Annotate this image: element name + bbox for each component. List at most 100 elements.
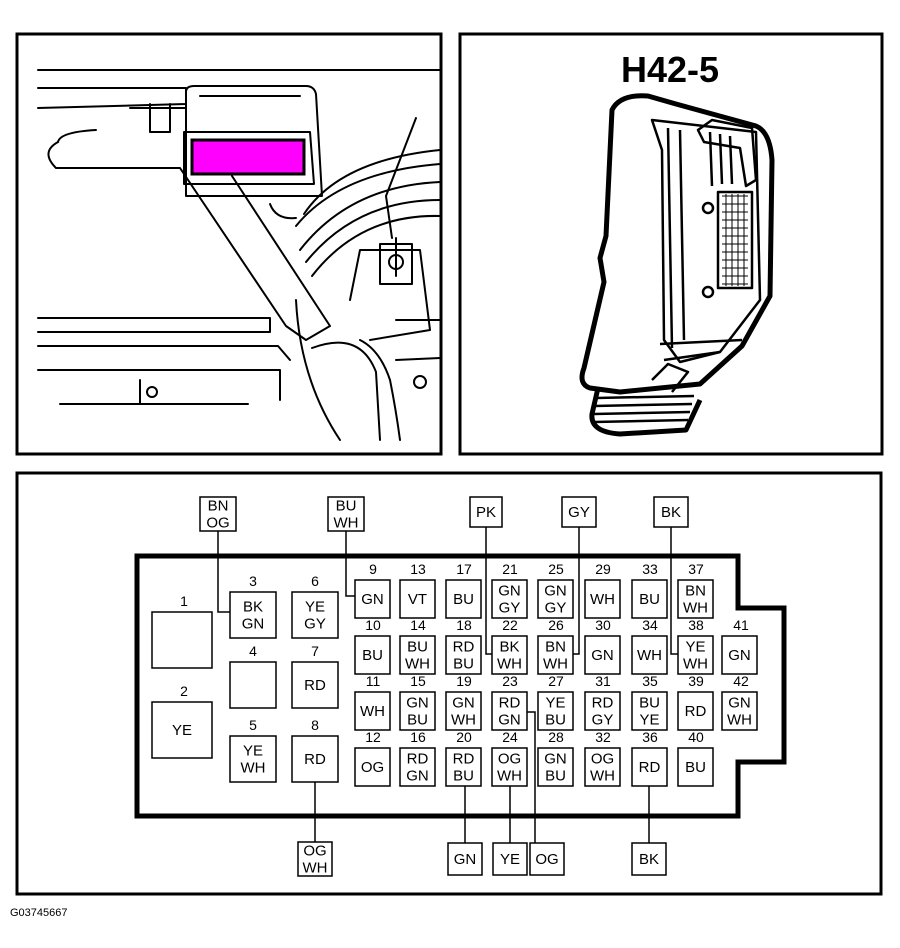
- pin-number: 26: [548, 617, 564, 633]
- pin-wire-color: RD: [304, 751, 326, 768]
- callout-wire-color: GY: [568, 504, 590, 521]
- pin-box: [399, 579, 436, 619]
- pin-wire-color: BU: [685, 759, 706, 776]
- callout-box: [561, 496, 597, 528]
- callout-wire-color: OG: [535, 851, 558, 868]
- pin-number: 20: [456, 729, 472, 745]
- callout-wire-color: PK: [476, 504, 496, 521]
- pin-box: [491, 747, 528, 787]
- pin-wire-color: RD: [304, 677, 326, 694]
- pin-1: 1: [151, 593, 213, 669]
- pin-number: 36: [642, 729, 658, 745]
- pin-box: [151, 611, 213, 669]
- pin-number: 30: [595, 617, 611, 633]
- pin-number: 38: [688, 617, 704, 633]
- pin-number: 19: [456, 673, 472, 689]
- pin-number: 1: [180, 593, 188, 609]
- pin-box: [537, 579, 574, 619]
- pin-4: 4: [229, 643, 277, 709]
- pin-box: [584, 747, 621, 787]
- pin-box: [354, 691, 391, 731]
- pin-number: 5: [249, 717, 257, 733]
- callout-top-5: BK: [653, 496, 689, 528]
- pin-wire-color: YE: [172, 722, 192, 739]
- pin-wire-color: VT: [408, 591, 427, 608]
- leader-line: [670, 527, 678, 655]
- pin-number: 15: [410, 673, 426, 689]
- callout-box: [327, 496, 365, 532]
- callout-box: [297, 841, 333, 877]
- figure-reference: G03745667: [10, 907, 68, 919]
- pin-number: 4: [249, 643, 257, 659]
- callout-wire-color: YE: [500, 851, 520, 868]
- pin-wire-color: OG: [361, 759, 384, 776]
- pin-box: [721, 691, 758, 731]
- pin-wire-color: WH: [590, 591, 615, 608]
- leader-line: [345, 531, 355, 597]
- pin-number: 27: [548, 673, 564, 689]
- pin-box: [445, 635, 482, 675]
- pin-number: 29: [595, 561, 611, 577]
- pin-wire-color: GN: [591, 647, 614, 664]
- pin-number: 2: [180, 683, 188, 699]
- pin-box: [229, 591, 277, 639]
- pin-wire-color: RD: [639, 759, 661, 776]
- pin-number: 35: [642, 673, 658, 689]
- pin-box: [399, 691, 436, 731]
- callout-bottom-3: YE: [492, 842, 528, 876]
- pin-number: 24: [502, 729, 518, 745]
- pin-number: 31: [595, 673, 611, 689]
- pin-box: [584, 635, 621, 675]
- pin-box: [537, 691, 574, 731]
- pin-number: 3: [249, 573, 257, 589]
- pin-number: 17: [456, 561, 472, 577]
- pin-7: 7RD: [291, 643, 339, 709]
- pin-number: 22: [502, 617, 518, 633]
- highlighted-connector: [190, 138, 306, 176]
- pin-box: [631, 747, 668, 787]
- pin-number: 28: [548, 729, 564, 745]
- pin-wire-color: BU: [453, 591, 474, 608]
- callout-bottom-4: OG: [529, 842, 565, 876]
- callout-box: [529, 842, 565, 876]
- pin-box: [677, 635, 714, 675]
- pin-9: 9GN: [354, 561, 391, 619]
- pin-2: 2YE: [151, 683, 213, 759]
- pin-box: [584, 579, 621, 619]
- pinout-panel: [15, 471, 883, 896]
- pin-number: 33: [642, 561, 658, 577]
- leader-lines: [217, 527, 678, 843]
- pin-box: [537, 635, 574, 675]
- pin-box: [291, 735, 339, 783]
- pin-box: [399, 747, 436, 787]
